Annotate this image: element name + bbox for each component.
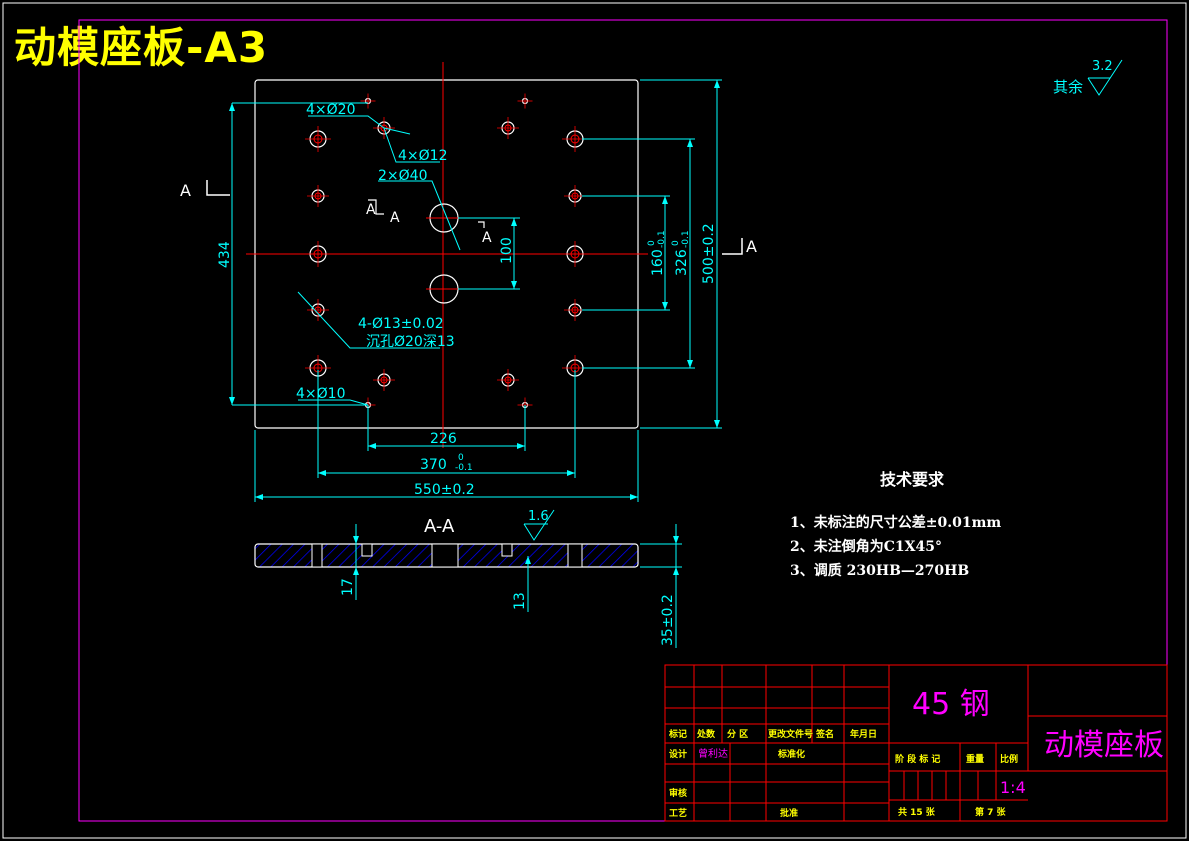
callout-holes-12: 4×Ø12 — [398, 148, 447, 164]
approve-label: 批准 — [780, 807, 798, 819]
surface-finish-symbol: 其余 3.2 — [1053, 59, 1123, 96]
hole-12-symbol — [373, 369, 395, 391]
dim-500: 500±0.2 — [701, 223, 717, 284]
hole-10-symbol — [517, 93, 533, 109]
material-text: 45 钢 — [912, 687, 990, 722]
svg-text:A: A — [746, 237, 757, 256]
hole-12-symbol — [497, 117, 519, 139]
callout-holes-10: 4×Ø10 — [296, 386, 345, 402]
process-label: 工艺 — [669, 807, 687, 819]
hole-10-symbol — [360, 93, 376, 109]
svg-text:0: 0 — [458, 453, 464, 463]
design-label: 设计 — [669, 748, 687, 760]
title-block-header-2: 分 区 — [727, 728, 748, 740]
tech-requirement-3: 3、调质 230HB—270HB — [790, 563, 970, 579]
svg-text:-0.1: -0.1 — [681, 230, 691, 248]
dimension-arrows — [229, 80, 720, 500]
section-label: A-A — [424, 516, 455, 537]
callout-holes-13: 4-Ø13±0.02 — [358, 316, 444, 332]
hole-20-symbol — [305, 241, 331, 267]
drawing-title: 动模座板-A3 — [14, 23, 269, 72]
svg-text:-0.1: -0.1 — [455, 463, 473, 473]
roughness-symbol: 1.6 — [523, 509, 555, 541]
svg-text:A: A — [390, 210, 400, 226]
dimension-texts: 4×Ø20 4×Ø12 2×Ø40 4-Ø13±0.02 沉孔Ø20深13 4×… — [217, 102, 717, 498]
hole-40-upper — [426, 203, 462, 233]
weight-label: 重量 — [966, 753, 984, 765]
sheet-number: 第 7 张 — [975, 806, 1007, 818]
title-block: 45 钢 动模座板 标记处数分 区 更改文件号签名 年月日 设计 标准化 审核 工艺… — [664, 664, 1168, 822]
callout-holes-20: 4×Ø20 — [306, 102, 355, 118]
section-view: A-A 1.6 — [254, 509, 682, 648]
section-mark-left: A — [180, 180, 230, 200]
dim-100: 100 — [499, 237, 515, 264]
section-mark-center: A — [478, 221, 492, 246]
dim-370: 370 — [420, 457, 447, 473]
svg-text:A: A — [482, 230, 492, 246]
dim-17: 17 — [340, 578, 356, 596]
svg-text:1.6: 1.6 — [528, 509, 549, 524]
standardize-label: 标准化 — [777, 748, 805, 760]
dim-326: 326 — [674, 249, 690, 276]
hole-20-symbol — [305, 355, 331, 381]
plan-view: A A A A A — [180, 62, 757, 502]
hole-13-symbol — [307, 185, 329, 207]
tech-requirements-title: 技术要求 — [880, 470, 945, 489]
tech-requirement-2: 2、未注倒角为C1X45° — [790, 539, 942, 555]
tech-requirement-1: 1、未标注的尺寸公差±0.01mm — [790, 515, 1002, 531]
section-mark-right: A — [722, 237, 757, 256]
hole-20-symbol — [305, 126, 331, 152]
surface-finish-prefix: 其余 — [1053, 78, 1083, 96]
dim-35: 35±0.2 — [660, 594, 676, 646]
callout-holes-40: 2×Ø40 — [378, 168, 427, 184]
svg-text:0: 0 — [647, 240, 657, 246]
dim-160: 160 — [650, 249, 666, 276]
dim-13: 13 — [512, 592, 528, 610]
title-block-header-5: 年月日 — [850, 728, 877, 740]
scale-value: 1:4 — [1000, 778, 1026, 797]
title-block-header-1: 处数 — [696, 728, 716, 740]
callout-counterbore: 沉孔Ø20深13 — [366, 334, 455, 350]
dim-434: 434 — [217, 241, 233, 268]
title-block-header-3: 更改文件号 — [768, 728, 813, 740]
dim-226: 226 — [430, 431, 457, 447]
scale-label: 比例 — [1000, 753, 1018, 765]
review-label: 审核 — [669, 787, 687, 799]
svg-text:A: A — [180, 181, 191, 200]
stage-label: 阶 段 标 记 — [895, 753, 940, 765]
title-block-header-0: 标记 — [668, 728, 687, 740]
svg-text:-0.1: -0.1 — [657, 230, 667, 248]
svg-text:0: 0 — [671, 240, 681, 246]
hole-40-lower — [426, 274, 462, 304]
dimension-lines — [231, 79, 722, 502]
part-name-text: 动模座板 — [1044, 728, 1164, 763]
title-block-header-4: 签名 — [815, 728, 834, 740]
hole-12-symbol — [497, 369, 519, 391]
designer-name: 曾利达 — [698, 747, 728, 760]
drawing-frame — [78, 19, 1168, 822]
hole-13-symbol — [307, 299, 329, 321]
section-mark-hole: A A — [366, 199, 400, 226]
surface-finish-value: 3.2 — [1092, 59, 1113, 74]
hole-20-symbol — [562, 241, 588, 267]
dim-550: 550±0.2 — [414, 482, 475, 498]
sheets-total: 共 15 张 — [898, 806, 936, 818]
svg-text:A: A — [366, 202, 376, 218]
